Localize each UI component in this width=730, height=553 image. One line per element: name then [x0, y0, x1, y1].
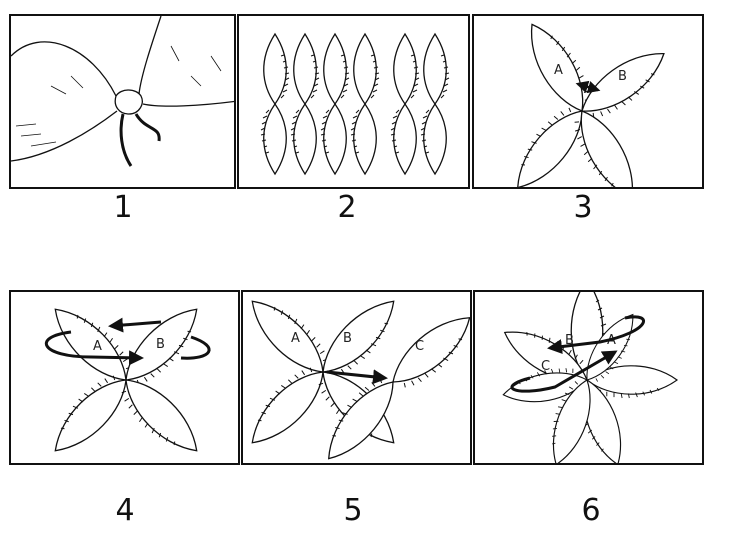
rotate-arrow-bottom: [510, 350, 618, 393]
step-2-panel: [237, 14, 470, 189]
label-c: C: [541, 359, 550, 374]
step-number-6: 6: [581, 493, 601, 528]
add-segment-illustration: A B C: [243, 292, 470, 463]
rotate-arrow-top: [547, 315, 645, 355]
tied-balloons-illustration: [11, 16, 234, 167]
flower-illustration: A B C: [496, 292, 678, 463]
label-b: B: [343, 331, 352, 346]
step-3-panel: A B: [472, 14, 704, 189]
swap-arrow: [575, 80, 601, 94]
two-segments-illustration: A B: [501, 16, 677, 187]
twist-arrow-top: [108, 317, 162, 333]
step-5-panel: A B C: [241, 290, 472, 465]
twist-arrow-bottom: [45, 330, 144, 366]
step-6-panel: A B C: [473, 290, 704, 465]
step-number-5: 5: [343, 493, 363, 528]
label-b: B: [156, 337, 165, 352]
step-number-3: 3: [573, 190, 593, 225]
label-a: A: [291, 331, 300, 346]
label-a: A: [554, 63, 563, 78]
twist-illustration: A B: [40, 294, 212, 463]
twist-arrow-right: [180, 335, 211, 360]
balloon-chain-illustration: [260, 33, 450, 175]
step-number-2: 2: [337, 190, 357, 225]
label-a: A: [93, 339, 102, 354]
step-4-panel: A B: [9, 290, 240, 465]
join-arrow: [326, 369, 388, 385]
label-c: C: [415, 339, 424, 354]
step-1-panel: [9, 14, 236, 189]
label-b: B: [565, 333, 574, 348]
step-number-1: 1: [113, 190, 133, 225]
step-number-4: 4: [115, 493, 135, 528]
label-b: B: [618, 69, 627, 84]
